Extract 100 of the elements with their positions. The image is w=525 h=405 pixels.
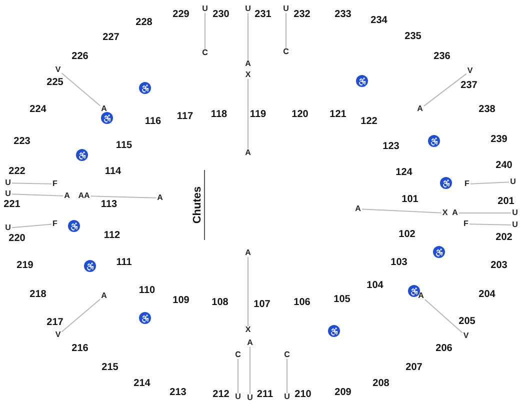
- row-letter: X: [244, 326, 252, 334]
- row-letter: A: [417, 292, 425, 300]
- section-number: 223: [14, 137, 30, 147]
- row-letter: U: [244, 5, 252, 13]
- section-number: 239: [490, 135, 508, 145]
- section-number: 217: [46, 318, 64, 328]
- row-letter: V: [54, 331, 62, 339]
- section-number: 201: [498, 197, 514, 207]
- section-number: 203: [490, 261, 508, 271]
- row-letter: A: [100, 292, 108, 300]
- section-number: 204: [478, 290, 496, 300]
- connector-line: [11, 194, 64, 196]
- section-number: 237: [460, 81, 478, 91]
- row-letter: F: [52, 180, 58, 188]
- row-letter: U: [4, 224, 12, 232]
- section-number: 213: [170, 388, 186, 398]
- section-number: 234: [370, 16, 388, 26]
- row-letter: A: [156, 194, 164, 202]
- section-number: 219: [16, 261, 34, 271]
- section-number: 120: [292, 110, 308, 120]
- row-letter: A: [416, 105, 424, 113]
- section-number: 230: [212, 10, 230, 20]
- section-number: 115: [116, 141, 132, 151]
- row-letter: A: [63, 192, 71, 200]
- row-letter: A: [244, 149, 252, 157]
- row-letter: V: [462, 332, 470, 340]
- connector-line: [61, 298, 101, 332]
- section-number: 206: [436, 344, 452, 354]
- section-number: 117: [176, 112, 194, 122]
- section-number: 215: [102, 363, 118, 373]
- section-number: 119: [250, 110, 266, 120]
- section-number: 124: [396, 168, 412, 178]
- row-letter: A: [246, 339, 254, 347]
- section-number: 110: [138, 286, 156, 296]
- connector-line: [90, 196, 157, 198]
- section-number: 216: [72, 344, 88, 354]
- section-number: 227: [102, 33, 120, 43]
- row-letter: A: [451, 209, 459, 217]
- section-number: 236: [434, 52, 450, 62]
- section-number: 238: [478, 105, 496, 115]
- connector-line: [11, 182, 52, 184]
- section-number: 104: [366, 281, 384, 291]
- section-number: 207: [406, 363, 422, 373]
- section-number: 103: [390, 258, 408, 268]
- row-letter: C: [201, 49, 209, 57]
- section-number: 225: [46, 78, 64, 88]
- connector-line: [423, 73, 467, 107]
- section-number: 114: [104, 167, 122, 177]
- section-number: 106: [294, 298, 310, 308]
- section-number: 211: [256, 390, 274, 400]
- section-number: 118: [210, 110, 228, 120]
- row-letter: U: [201, 5, 209, 13]
- section-number: 123: [382, 142, 400, 152]
- section-number: 229: [172, 10, 190, 20]
- section-number: 214: [134, 379, 150, 389]
- connector-line: [424, 298, 463, 334]
- section-number: 113: [100, 200, 118, 210]
- section-number: 231: [254, 10, 272, 20]
- section-number: 209: [334, 388, 352, 398]
- section-number: 121: [330, 110, 346, 120]
- row-letter: U: [4, 179, 12, 187]
- row-letter: U: [283, 393, 291, 401]
- row-letter: U: [511, 221, 519, 229]
- row-letter: V: [54, 66, 62, 74]
- row-letter: U: [246, 394, 254, 402]
- connector-line: [458, 212, 512, 214]
- section-number: 226: [72, 52, 88, 62]
- row-letter: C: [282, 48, 290, 56]
- row-letter: U: [511, 209, 519, 217]
- row-letter: U: [282, 5, 290, 13]
- row-letter: A: [244, 60, 252, 68]
- section-number: 222: [8, 167, 26, 177]
- section-number: 232: [294, 10, 310, 20]
- section-number: 208: [372, 379, 390, 389]
- section-number: 210: [294, 390, 312, 400]
- section-number: 235: [404, 32, 422, 42]
- row-letter: A: [100, 105, 108, 113]
- section-number: 102: [398, 230, 416, 240]
- section-number: 218: [30, 290, 46, 300]
- row-letter: F: [464, 180, 470, 188]
- row-letter: AA: [77, 192, 91, 200]
- row-letter: F: [52, 220, 58, 228]
- row-letter: A: [244, 249, 252, 257]
- row-letter: X: [244, 71, 252, 79]
- connector-line: [286, 358, 288, 394]
- section-number: 101: [402, 195, 418, 205]
- row-letter: U: [509, 178, 517, 186]
- section-number: 224: [30, 105, 46, 115]
- connector-line: [11, 224, 52, 228]
- section-number: 108: [212, 298, 228, 308]
- row-letter: C: [283, 351, 291, 359]
- row-letter: X: [441, 209, 449, 217]
- connector-line: [61, 72, 101, 106]
- section-number: 116: [144, 117, 162, 127]
- row-letter: U: [4, 190, 12, 198]
- section-number: 212: [212, 390, 230, 400]
- area-label: Chutes: [192, 186, 204, 224]
- section-number: 233: [334, 10, 352, 20]
- section-number: 205: [458, 317, 476, 327]
- section-number: 221: [4, 200, 20, 210]
